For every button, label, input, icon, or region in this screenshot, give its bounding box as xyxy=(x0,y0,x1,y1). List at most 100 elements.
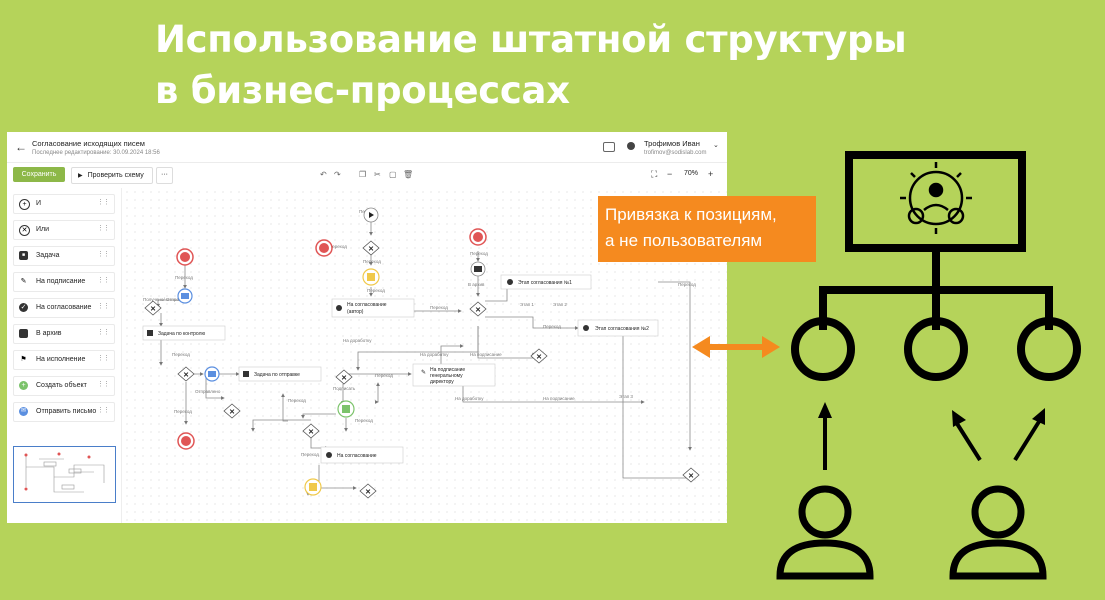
palette-item-task[interactable]: ■ Задача ⋮⋮ xyxy=(13,246,115,266)
chevron-down-icon[interactable]: ⌄ xyxy=(713,142,719,149)
svg-text:✕: ✕ xyxy=(183,372,189,379)
drag-handle-icon[interactable]: ⋮⋮ xyxy=(97,225,110,232)
palette-item-execution[interactable]: ⚑ На исполнение ⋮⋮ xyxy=(13,350,115,370)
headline-line-1: Использование штатной структуры xyxy=(155,18,907,61)
svg-text:Переход: Переход xyxy=(301,452,319,457)
svg-text:✎: ✎ xyxy=(421,369,426,376)
user-name: Трофимов Иван xyxy=(644,139,700,148)
svg-text:Переход: Переход xyxy=(175,275,193,280)
palette-item-label: Отправить письмо xyxy=(36,408,97,415)
palette-item-create-object[interactable]: +Создать объект⋮⋮ xyxy=(13,376,115,396)
svg-text:На доработку: На доработку xyxy=(343,338,372,343)
callout-line-1: Привязка к позициям, xyxy=(605,205,777,224)
svg-text:Отправлено: Отправлено xyxy=(195,389,221,394)
drag-handle-icon[interactable]: ⋮⋮ xyxy=(97,277,110,284)
minimap-preview xyxy=(24,452,105,493)
chat-icon[interactable] xyxy=(603,142,615,152)
drag-handle-icon[interactable]: ⋮⋮ xyxy=(97,329,110,336)
app-header: ← Согласование исходящих писем Последнее… xyxy=(7,132,727,163)
palette-item-label: Задача xyxy=(36,252,60,259)
check-icon: ✓ xyxy=(19,303,28,312)
org-head-box xyxy=(845,151,1026,252)
process-title: Согласование исходящих писем xyxy=(32,139,145,148)
palette-item-label: И xyxy=(36,200,42,207)
palette-item-sign[interactable]: ✎ На подписание ⋮⋮ xyxy=(13,272,115,292)
palette-item-send-mail[interactable]: ✉ Отправить письмо⋮⋮ xyxy=(13,402,115,422)
node-approval[interactable]: На согласование xyxy=(337,453,377,459)
mail-icon: ✉ xyxy=(19,407,28,416)
node-approval-author-2: (автор) xyxy=(347,309,364,315)
drag-handle-icon[interactable]: ⋮⋮ xyxy=(97,303,110,310)
svg-text:Переход: Переход xyxy=(678,282,696,287)
svg-text:✕: ✕ xyxy=(475,307,481,314)
palette-item-label: В архив xyxy=(36,330,62,337)
avatar[interactable] xyxy=(627,142,635,150)
svg-text:✕: ✕ xyxy=(536,354,542,361)
app-window: ← Согласование исходящих писем Последнее… xyxy=(7,132,727,523)
plus-icon: + xyxy=(19,199,30,210)
toolbar: Сохранить ▶ Проверить схему ··· ↶ ↷ ❐ ✂ ▢… xyxy=(7,163,727,185)
node-task-send[interactable]: Задача по отправке xyxy=(254,372,300,378)
svg-text:Получено/ Отправлено: Получено/ Отправлено xyxy=(143,297,192,302)
svg-text:Этап 3: Этап 3 xyxy=(619,394,633,399)
back-arrow-icon[interactable]: ← xyxy=(15,140,27,154)
palette-item-archive[interactable]: В архив ⋮⋮ xyxy=(13,324,115,344)
svg-text:✕: ✕ xyxy=(229,409,235,416)
svg-text:На доработку: На доработку xyxy=(455,396,484,401)
node-approval-author[interactable]: На согласование xyxy=(347,302,387,308)
callout-box: Привязка к позициям, а не пользователям xyxy=(598,196,816,262)
task-icon: ■ xyxy=(19,251,28,260)
palette-item-label: Или xyxy=(36,226,50,233)
check-scheme-button[interactable]: ▶ Проверить схему xyxy=(71,167,153,184)
svg-text:Переход: Переход xyxy=(288,398,306,403)
pen-icon: ✎ xyxy=(20,278,27,285)
palette-item-approval[interactable]: ✓ На согласование ⋮⋮ xyxy=(13,298,115,318)
check-scheme-label: Проверить схему xyxy=(87,172,144,179)
more-button[interactable]: ··· xyxy=(156,167,173,184)
gear-people-icon xyxy=(900,162,972,234)
svg-text:В архив: В архив xyxy=(468,282,485,287)
palette-item-or[interactable]: ✕Или⋮⋮ xyxy=(13,220,115,240)
drag-handle-icon[interactable]: ⋮⋮ xyxy=(97,251,110,258)
copy-icon[interactable]: ❐ xyxy=(359,170,367,179)
palette-item-label: На согласование xyxy=(36,304,92,311)
svg-text:Этап 2: Этап 2 xyxy=(553,302,567,307)
svg-text:Переход: Переход xyxy=(543,324,561,329)
trash-icon[interactable]: 🗑 xyxy=(403,170,414,179)
undo-icon[interactable]: ↶ xyxy=(320,170,327,179)
flag-icon: ⚑ xyxy=(20,356,27,363)
svg-text:Подписать: Подписать xyxy=(333,386,356,391)
node-stage-1[interactable]: Этап согласования №1 xyxy=(518,280,572,286)
fit-screen-icon[interactable]: ⛶ xyxy=(651,169,658,179)
svg-text:✕: ✕ xyxy=(368,246,374,253)
node-task-control[interactable]: Задача по контролю xyxy=(158,331,205,337)
cut-icon[interactable]: ✂ xyxy=(374,170,381,179)
svg-text:Переход: Переход xyxy=(174,409,192,414)
drag-handle-icon[interactable]: ⋮⋮ xyxy=(97,355,110,362)
node-sign-gd-1[interactable]: На подписание xyxy=(430,367,465,373)
process-diagram: Переход Получено/ Отправлено Переход Отп… xyxy=(142,207,700,499)
palette-item-and[interactable]: + И ⋮⋮ xyxy=(13,194,115,214)
node-sign-gd-3: директору xyxy=(430,379,454,385)
paste-icon[interactable]: ▢ xyxy=(389,170,397,179)
node-stage-2[interactable]: Этап согласования №2 xyxy=(595,326,649,332)
save-button[interactable]: Сохранить xyxy=(13,167,65,182)
callout-line-2: а не пользователям xyxy=(605,231,763,250)
drag-handle-icon[interactable]: ⋮⋮ xyxy=(97,381,110,388)
user-icons xyxy=(776,485,1047,580)
svg-text:✕: ✕ xyxy=(308,429,314,436)
user-email: trofimov@sodislab.com xyxy=(644,150,707,156)
drag-handle-icon[interactable]: ⋮⋮ xyxy=(97,407,110,414)
svg-text:Переход: Переход xyxy=(470,251,488,256)
svg-text:На подписание: На подписание xyxy=(470,352,502,357)
palette-item-label: На подписание xyxy=(36,278,86,285)
drag-handle-icon[interactable]: ⋮⋮ xyxy=(97,199,110,206)
minimap[interactable] xyxy=(13,446,116,503)
redo-icon[interactable]: ↷ xyxy=(334,170,341,179)
zoom-in-button[interactable]: + xyxy=(708,169,714,179)
palette-item-label: На исполнение xyxy=(36,356,86,363)
play-icon: ▶ xyxy=(78,173,83,179)
svg-text:На подписание: На подписание xyxy=(543,396,575,401)
create-object-icon: + xyxy=(19,381,28,390)
zoom-out-button[interactable]: − xyxy=(667,169,673,179)
